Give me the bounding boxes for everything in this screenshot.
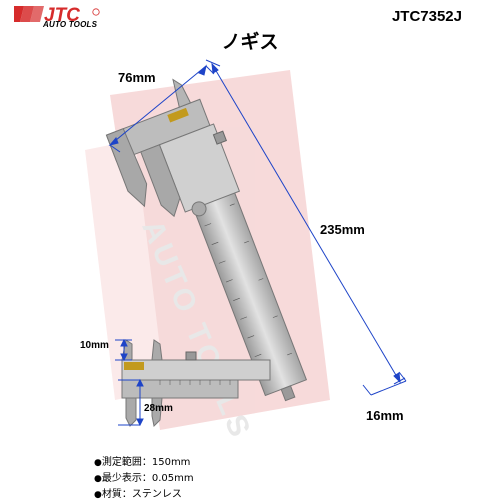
caliper-large — [105, 78, 308, 402]
logo-subtitle: AUTO TOOLS — [43, 20, 98, 29]
dimension-width-top: 76mm — [118, 70, 156, 85]
bullet: ● — [94, 490, 102, 500]
caliper-small — [121, 339, 271, 428]
jtc-logo-mark: JTC — [14, 5, 100, 26]
dimension-lines — [108, 59, 407, 396]
model-number: JTC7352J — [391, 8, 462, 25]
jtc-logo: JTC — [14, 4, 164, 40]
small-dimension-lines — [115, 338, 144, 427]
svg-text:JTC: JTC — [44, 5, 80, 26]
spec-text: 材質：ステンレス — [101, 489, 182, 500]
dimension-jaw-depth: 28mm — [144, 403, 173, 414]
dimension-width-bottom: 16mm — [366, 408, 404, 423]
spec-text: 測定範囲：150mm — [101, 457, 191, 468]
bullet: ● — [94, 474, 102, 484]
spec-item: ●最少表示：0.05mm — [94, 471, 194, 487]
bullet: ● — [94, 458, 102, 468]
spec-item: ●測定範囲：150mm — [94, 455, 194, 471]
spec-text: 最少表示：0.05mm — [101, 473, 194, 484]
spec-item: ●材質：ステンレス — [94, 487, 194, 503]
page-title: ノギス — [221, 31, 279, 53]
dimension-length: 235mm — [320, 222, 365, 237]
spec-list: ●測定範囲：150mm ●最少表示：0.05mm ●材質：ステンレス — [94, 455, 194, 503]
dimension-thickness: 10mm — [80, 340, 109, 351]
